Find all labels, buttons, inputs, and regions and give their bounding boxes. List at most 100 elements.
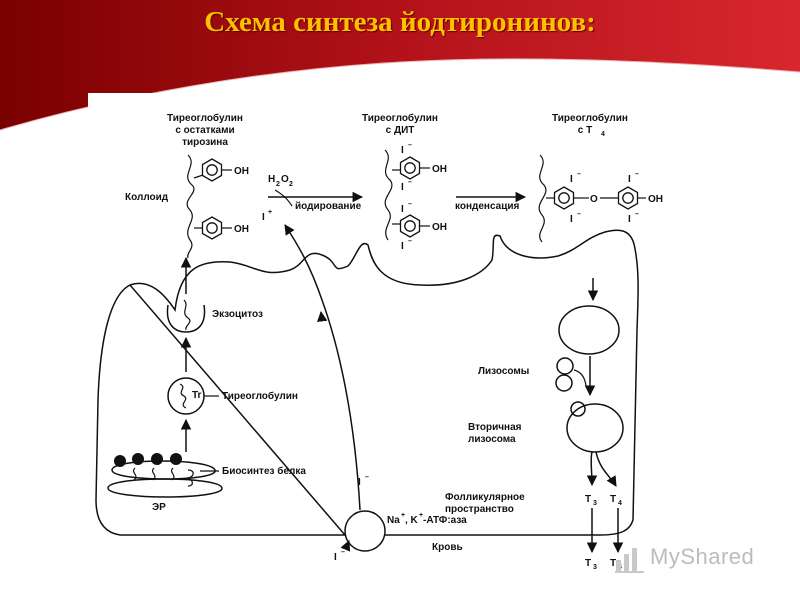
- iodide-cell: I –: [358, 474, 369, 488]
- svg-text:Тиреоглобулин: Тиреоглобулин: [362, 112, 438, 124]
- condensation-label: конденсация: [455, 201, 520, 212]
- dit-ring-upper: OH I – I –: [392, 142, 447, 193]
- svg-text:H: H: [268, 174, 275, 185]
- svg-text:I: I: [401, 241, 404, 252]
- watermark-text: MyShared: [650, 544, 755, 569]
- tg-chain-2: [384, 149, 393, 241]
- svg-text:, K: , K: [405, 515, 419, 526]
- svg-text:пространство: пространство: [445, 504, 514, 515]
- svg-text:4: 4: [601, 131, 605, 138]
- svg-text:I: I: [401, 145, 404, 156]
- h2o2-curve: [274, 189, 293, 207]
- svg-text:T: T: [610, 494, 616, 505]
- svg-text:+: +: [419, 512, 423, 519]
- bar-chart-icon: [615, 548, 644, 573]
- iodide-plus-colloid: I +: [262, 209, 272, 223]
- svg-text:I: I: [401, 204, 404, 215]
- thyroglobulin-label: Тиреоглобулин: [222, 390, 298, 402]
- svg-text:–: –: [577, 211, 581, 218]
- exocytosis-label: Экзоцитоз: [212, 309, 263, 320]
- svg-text:I: I: [570, 214, 573, 225]
- tr-label: Tr: [192, 390, 202, 401]
- t3-blood-label: T 3: [585, 558, 597, 571]
- svg-text:OH: OH: [234, 166, 249, 177]
- dit-ring-lower: OH I – I –: [392, 201, 447, 252]
- endocytic-vesicle: [558, 305, 620, 355]
- svg-text:O: O: [281, 174, 289, 185]
- svg-text:Вторичная: Вторичная: [468, 422, 522, 433]
- er-ribosomes: [107, 453, 223, 498]
- tg-chain-1: [186, 154, 195, 259]
- na-k-atpase-pump: [344, 510, 386, 552]
- colloid-label: Коллоид: [125, 192, 169, 203]
- svg-text:I: I: [262, 212, 265, 223]
- svg-text:I: I: [334, 552, 337, 563]
- svg-text:–: –: [408, 142, 412, 149]
- lysosome-to-t4-arrow: [595, 451, 617, 487]
- tyrosine-ring-upper: OH: [193, 158, 249, 182]
- svg-text:Тиреоглобулин: Тиреоглобулин: [552, 112, 628, 124]
- svg-text:Na: Na: [387, 515, 400, 526]
- blood-label: Кровь: [432, 542, 463, 553]
- svg-text:тирозина: тирозина: [182, 137, 228, 148]
- lysosome-vesicles: [555, 357, 587, 392]
- svg-text:I: I: [358, 477, 361, 488]
- exocytosis-vesicle: [166, 304, 206, 333]
- svg-text:–: –: [408, 179, 412, 186]
- svg-text:T: T: [585, 558, 591, 569]
- svg-text:с ДИТ: с ДИТ: [386, 125, 415, 136]
- secondary-lysosome-label: Вторичная лизосома: [468, 422, 522, 445]
- svg-text:I: I: [628, 174, 631, 185]
- svg-text:T: T: [585, 494, 591, 505]
- tyrosine-ring-lower: OH: [194, 216, 249, 240]
- t4-molecule: O OH I – I – I – I –: [546, 171, 663, 225]
- diagram-panel: [88, 93, 788, 573]
- svg-text:-АТФ:аза: -АТФ:аза: [423, 515, 467, 526]
- svg-text:–: –: [365, 474, 369, 481]
- watermark: MyShared: [612, 538, 792, 578]
- svg-text:–: –: [635, 211, 639, 218]
- svg-text:с остатками: с остатками: [175, 125, 234, 136]
- svg-text:3: 3: [593, 500, 597, 507]
- t4-cell-label: T 4: [610, 494, 622, 507]
- h2o2-label: H 2 O 2: [268, 174, 293, 188]
- svg-text:Тиреоглобулин: Тиреоглобулин: [167, 112, 243, 124]
- svg-text:OH: OH: [432, 164, 447, 175]
- thyroglobulin-chain: [179, 383, 187, 409]
- svg-text:I: I: [570, 174, 573, 185]
- iodide-arrow-mid: [316, 310, 328, 323]
- cell-membrane: [95, 229, 639, 536]
- svg-text:+: +: [401, 512, 405, 519]
- svg-text:–: –: [408, 238, 412, 245]
- iodination-label: йодирование: [295, 201, 362, 212]
- svg-text:O: O: [590, 194, 598, 205]
- svg-text:–: –: [635, 171, 639, 178]
- svg-text:T: T: [610, 558, 616, 569]
- secondary-lysosome: [566, 403, 624, 453]
- secondary-lysosome-bud: [570, 401, 586, 417]
- svg-text:2: 2: [289, 181, 293, 188]
- svg-text:OH: OH: [234, 224, 249, 235]
- svg-text:–: –: [341, 549, 345, 556]
- svg-text:I: I: [628, 214, 631, 225]
- svg-text:с Т: с Т: [578, 125, 592, 136]
- svg-text:I: I: [401, 182, 404, 193]
- t3-cell-label: T 3: [585, 494, 597, 507]
- svg-text:–: –: [408, 201, 412, 208]
- svg-text:OH: OH: [432, 222, 447, 233]
- svg-text:+: +: [268, 209, 272, 216]
- svg-text:2: 2: [276, 181, 280, 188]
- er-label: ЭР: [152, 502, 166, 513]
- slide-title: Схема синтеза йодтиронинов:: [204, 6, 596, 38]
- svg-text:лизосома: лизосома: [468, 434, 516, 445]
- iodide-blood: I –: [334, 549, 345, 563]
- svg-text:–: –: [577, 171, 581, 178]
- tg-tyrosine-label: Тиреоглобулин с остатками тирозина: [167, 112, 243, 148]
- iodide-uptake-arrow: [340, 540, 351, 552]
- lysosomes-label: Лизосомы: [478, 366, 529, 377]
- tg-t4-label: Тиреоглобулин с Т 4: [552, 112, 628, 138]
- lysosome-to-t3-arrow: [586, 451, 598, 487]
- na-k-atpase-label: Na + , K + -АТФ:аза: [387, 512, 467, 526]
